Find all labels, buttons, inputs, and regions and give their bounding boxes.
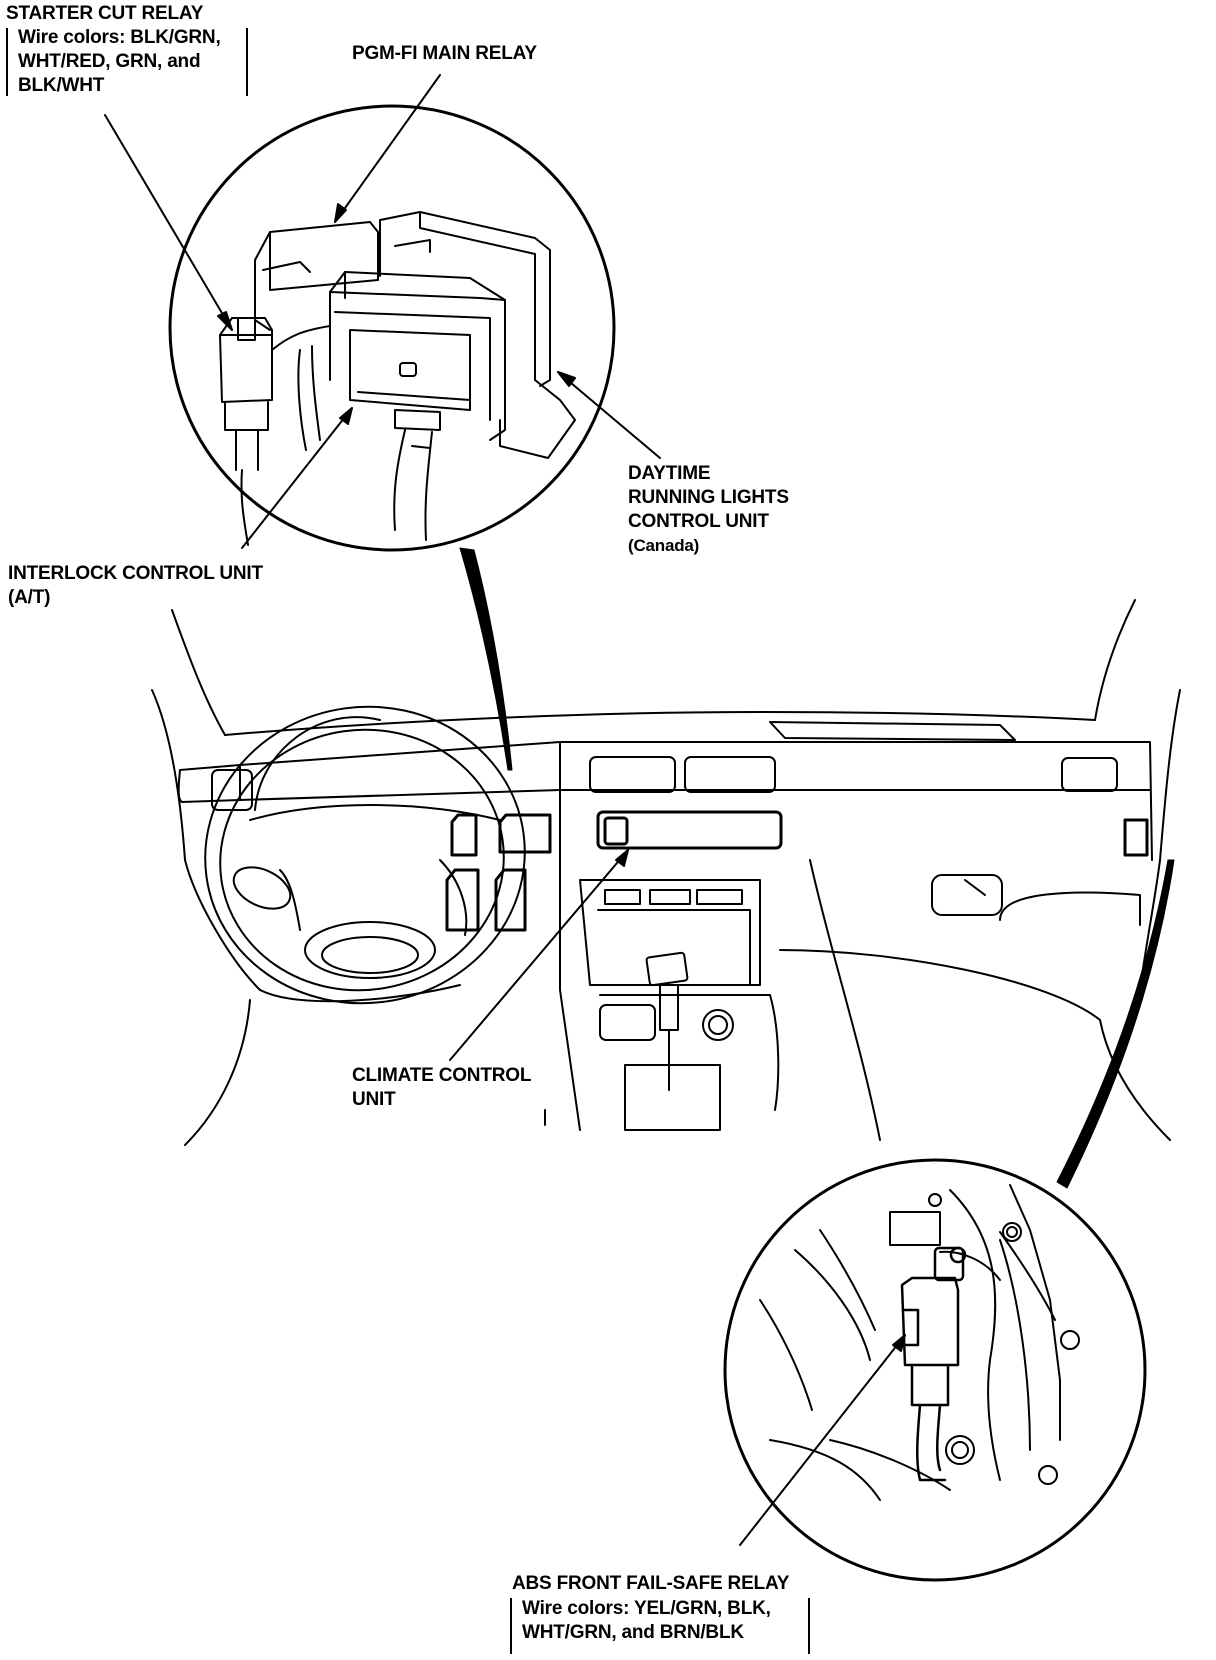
abs-relay-title: ABS FRONT FAIL-SAFE RELAY — [512, 1573, 790, 1594]
pgm-fi-main-relay-label: PGM-FI MAIN RELAY — [352, 43, 537, 64]
abs-relay-drawing — [902, 1248, 965, 1480]
upper-leader-lines — [105, 75, 660, 548]
abs-wire-line-2: WHT/GRN, and BRN/BLK — [522, 1622, 744, 1643]
dash-relays — [447, 815, 550, 930]
drl-line-1: DAYTIME — [628, 463, 711, 484]
climate-line-2: UNIT — [352, 1089, 396, 1110]
starter-cut-relay-title: STARTER CUT RELAY — [6, 3, 204, 24]
lower-connector-wedge — [1057, 860, 1174, 1188]
drl-control-unit-drawing — [380, 212, 575, 458]
drl-line-4: (Canada) — [628, 536, 700, 555]
abs-wire-line-1: Wire colors: YEL/GRN, BLK, — [522, 1598, 771, 1619]
upper-connector-wedge — [460, 548, 512, 770]
drl-line-2: RUNNING LIGHTS — [628, 487, 789, 508]
starter-wire-line-2: WHT/RED, GRN, and — [18, 51, 201, 72]
center-vent-left — [590, 757, 675, 792]
dashboard-view — [152, 600, 1180, 1145]
starter-cut-relay-drawing — [220, 318, 330, 545]
daytime-running-lights-label: DAYTIME RUNNING LIGHTS CONTROL UNIT (Can… — [628, 462, 789, 558]
steering-wheel — [186, 686, 544, 1024]
upper-detail-view — [105, 75, 660, 770]
starter-wire-line-3: BLK/WHT — [18, 75, 105, 96]
lower-detail-view — [725, 1160, 1145, 1580]
climate-control-leader — [450, 850, 628, 1060]
abs-relay-wire-colors: Wire colors: YEL/GRN, BLK, WHT/GRN, and … — [522, 1597, 771, 1645]
interlock-line-1: INTERLOCK CONTROL UNIT — [8, 563, 263, 584]
right-side-vent — [1062, 758, 1117, 791]
glove-box-handle — [932, 875, 1002, 915]
starter-cut-relay-label: STARTER CUT RELAY — [6, 2, 203, 26]
interlock-control-unit-drawing — [330, 272, 505, 540]
lower-detail-circle — [725, 1160, 1145, 1580]
abs-leader — [740, 1335, 905, 1545]
interlock-line-2: (A/T) — [8, 587, 51, 608]
steering-spoke-left — [227, 859, 297, 917]
interlock-control-unit-label: INTERLOCK CONTROL UNIT (A/T) — [8, 562, 263, 610]
climate-control-unit-panel — [598, 812, 781, 848]
center-vent-right — [685, 757, 775, 792]
upper-detail-circle — [170, 106, 614, 550]
abs-relay-bracket — [510, 1598, 810, 1654]
starter-cut-relay-wire-colors: Wire colors: BLK/GRN, WHT/RED, GRN, and … — [18, 26, 221, 98]
climate-control-unit-label: CLIMATE CONTROL UNIT — [352, 1064, 531, 1112]
starter-wire-line-1: Wire colors: BLK/GRN, — [18, 27, 221, 48]
abs-front-fail-safe-relay-label: ABS FRONT FAIL-SAFE RELAY — [512, 1572, 789, 1596]
drl-line-3: CONTROL UNIT — [628, 511, 769, 532]
starter-cut-relay-bracket — [6, 28, 248, 96]
climate-line-1: CLIMATE CONTROL — [352, 1065, 532, 1086]
